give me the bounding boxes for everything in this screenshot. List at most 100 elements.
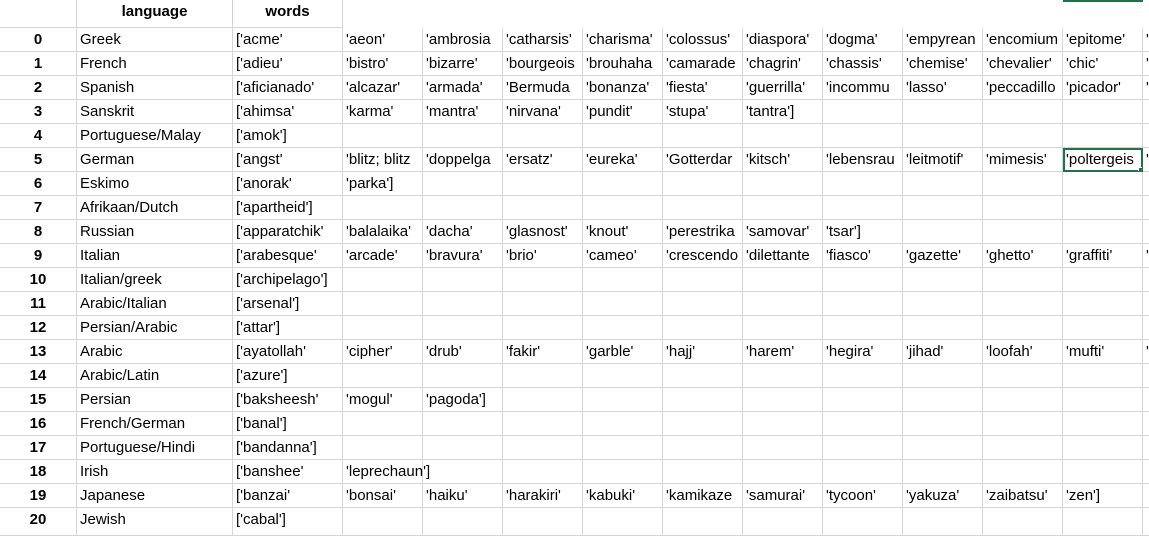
word-cell[interactable]: 'eureka' — [583, 148, 663, 172]
word-cell[interactable]: ['baksheesh' — [233, 388, 343, 412]
language-cell[interactable]: Spanish — [77, 76, 233, 100]
word-cell[interactable]: 'dogma' — [823, 28, 903, 52]
word-cell[interactable] — [903, 124, 983, 148]
row-header[interactable]: 6 — [0, 172, 77, 196]
word-cell[interactable] — [823, 316, 903, 340]
word-cell[interactable] — [743, 508, 823, 536]
word-cell[interactable] — [1143, 364, 1149, 388]
word-cell[interactable] — [583, 412, 663, 436]
word-cell[interactable]: 'leitmotif' — [903, 148, 983, 172]
row-header[interactable]: 14 — [0, 364, 77, 388]
language-cell[interactable]: French/German — [77, 412, 233, 436]
word-cell[interactable] — [343, 508, 423, 536]
word-cell[interactable] — [583, 316, 663, 340]
word-cell[interactable]: 'dacha' — [423, 220, 503, 244]
word-cell[interactable] — [1063, 364, 1143, 388]
word-cell[interactable]: 'camarade — [663, 52, 743, 76]
word-cell[interactable] — [1063, 508, 1143, 536]
word-cell[interactable] — [903, 388, 983, 412]
word-cell[interactable]: 'brio' — [503, 244, 583, 268]
word-cell[interactable] — [1063, 124, 1143, 148]
word-cell[interactable] — [423, 292, 503, 316]
language-cell[interactable]: Greek — [77, 28, 233, 52]
word-cell[interactable]: 'epitome' — [1063, 28, 1143, 52]
word-cell[interactable] — [1143, 100, 1149, 124]
word-cell[interactable]: 'samurai' — [743, 484, 823, 508]
word-cell[interactable]: 'fiasco' — [823, 244, 903, 268]
language-cell[interactable]: Persian — [77, 388, 233, 412]
word-cell[interactable] — [983, 460, 1063, 484]
word-cell[interactable] — [503, 172, 583, 196]
row-header[interactable]: 10 — [0, 268, 77, 292]
word-cell[interactable]: 'aeon' — [343, 28, 423, 52]
word-cell[interactable] — [423, 268, 503, 292]
word-cell[interactable]: 'dilettante — [743, 244, 823, 268]
word-cell[interactable] — [423, 412, 503, 436]
word-cell[interactable] — [503, 292, 583, 316]
word-cell[interactable]: 'graffiti' — [1063, 244, 1143, 268]
language-cell[interactable]: Italian/greek — [77, 268, 233, 292]
row-header[interactable]: 8 — [0, 220, 77, 244]
word-cell[interactable] — [983, 508, 1063, 536]
word-cell[interactable] — [983, 124, 1063, 148]
word-cell[interactable] — [503, 412, 583, 436]
word-cell[interactable]: 'ambrosia — [423, 28, 503, 52]
column-header-empty[interactable] — [1063, 0, 1143, 28]
corner-cell[interactable] — [0, 0, 77, 28]
word-cell[interactable] — [1063, 100, 1143, 124]
language-cell[interactable]: German — [77, 148, 233, 172]
word-cell[interactable] — [663, 124, 743, 148]
word-cell[interactable]: 'knout' — [583, 220, 663, 244]
word-cell[interactable]: 'gazette' — [903, 244, 983, 268]
word-cell[interactable]: ['attar'] — [233, 316, 343, 340]
word-cell[interactable] — [663, 316, 743, 340]
word-cell[interactable]: 'drub' — [423, 340, 503, 364]
word-cell[interactable]: 'pundit' — [583, 100, 663, 124]
row-header[interactable]: 1 — [0, 52, 77, 76]
word-cell[interactable]: ['adieu' — [233, 52, 343, 76]
word-cell[interactable] — [823, 124, 903, 148]
word-cell[interactable] — [903, 412, 983, 436]
column-header-empty[interactable] — [1143, 0, 1149, 28]
column-header-empty[interactable] — [583, 0, 663, 28]
word-cell[interactable] — [423, 436, 503, 460]
word-cell[interactable] — [663, 364, 743, 388]
word-cell[interactable] — [743, 412, 823, 436]
word-cell[interactable]: ' — [1143, 52, 1149, 76]
word-cell[interactable]: 'nirvana' — [503, 100, 583, 124]
word-cell[interactable] — [583, 508, 663, 536]
word-cell[interactable]: 'kitsch' — [743, 148, 823, 172]
word-cell[interactable] — [583, 196, 663, 220]
word-cell[interactable]: 'peccadillo — [983, 76, 1063, 100]
row-header[interactable]: 7 — [0, 196, 77, 220]
row-header[interactable]: 3 — [0, 100, 77, 124]
word-cell[interactable]: ['banshee' — [233, 460, 343, 484]
word-cell[interactable]: 'encomium — [983, 28, 1063, 52]
word-cell[interactable]: ' — [1143, 28, 1149, 52]
word-cell[interactable] — [903, 460, 983, 484]
word-cell[interactable] — [583, 436, 663, 460]
word-cell[interactable] — [503, 268, 583, 292]
word-cell[interactable]: 'tantra'] — [743, 100, 823, 124]
word-cell[interactable] — [983, 436, 1063, 460]
word-cell[interactable] — [1063, 292, 1143, 316]
language-cell[interactable]: Portuguese/Hindi — [77, 436, 233, 460]
word-cell[interactable] — [903, 364, 983, 388]
word-cell[interactable]: 'balalaika' — [343, 220, 423, 244]
word-cell[interactable] — [1063, 172, 1143, 196]
word-cell[interactable]: 'kabuki' — [583, 484, 663, 508]
word-cell[interactable] — [743, 436, 823, 460]
word-cell[interactable] — [903, 172, 983, 196]
word-cell[interactable] — [983, 220, 1063, 244]
word-cell[interactable]: 'catharsis' — [503, 28, 583, 52]
word-cell[interactable]: 'haiku' — [423, 484, 503, 508]
word-cell[interactable] — [1143, 220, 1149, 244]
word-cell[interactable] — [503, 316, 583, 340]
word-cell[interactable] — [663, 436, 743, 460]
word-cell[interactable]: ['acme' — [233, 28, 343, 52]
column-header-language[interactable]: language — [77, 0, 233, 28]
word-cell[interactable]: 'chevalier' — [983, 52, 1063, 76]
word-cell[interactable]: 'bourgeois — [503, 52, 583, 76]
row-header[interactable]: 13 — [0, 340, 77, 364]
